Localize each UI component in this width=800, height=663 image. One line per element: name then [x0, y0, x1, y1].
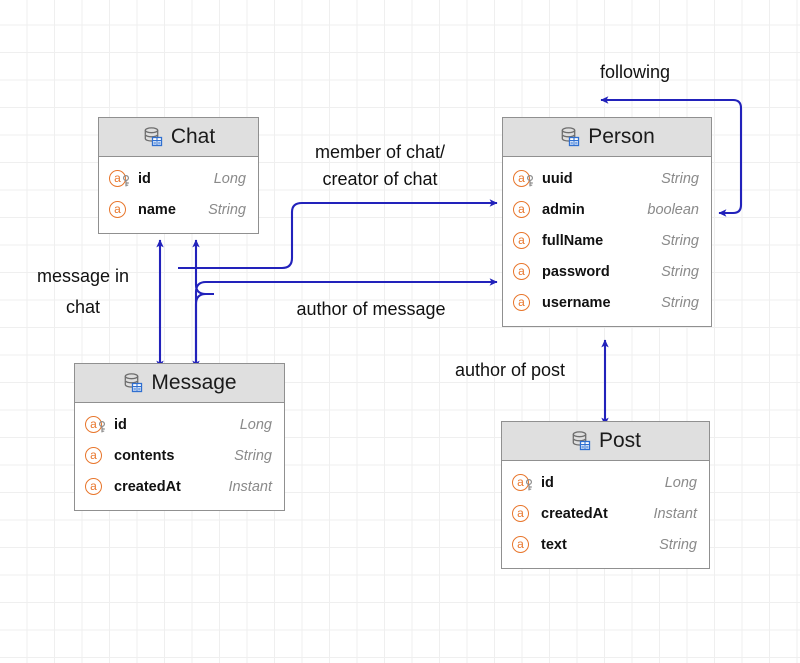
attribute-row[interactable]: a password String	[503, 256, 711, 287]
edge-label-member-of-chat-line2: creator of chat	[322, 169, 438, 189]
attribute-type: Instant	[653, 505, 697, 522]
entity-message[interactable]: Message a id Long a contents	[74, 363, 285, 511]
attribute-type: Long	[664, 474, 697, 491]
attribute-row[interactable]: a id Long	[99, 163, 258, 194]
edge-label-member-of-chat-line1: member of chat/	[314, 142, 446, 162]
edge-chat-message-secondary-tail	[192, 292, 214, 369]
attribute-icon: a	[513, 293, 535, 313]
entity-person-title: Person	[588, 125, 655, 148]
entity-person-attributes: a uuid String a admin boolean a	[503, 157, 711, 326]
database-table-icon	[570, 430, 592, 452]
attribute-row[interactable]: a uuid String	[503, 163, 711, 194]
entity-post[interactable]: Post a id Long a createdAt	[501, 421, 710, 569]
entity-message-header: Message	[75, 364, 284, 403]
attribute-name: contents	[114, 447, 175, 464]
attribute-name: fullName	[542, 232, 604, 249]
attribute-row[interactable]: a id Long	[502, 467, 709, 498]
edge-label-following: following	[600, 62, 671, 82]
entity-person-header: Person	[503, 118, 711, 157]
attribute-row[interactable]: a createdAt Instant	[502, 498, 709, 529]
entity-post-title: Post	[598, 429, 642, 452]
attribute-type: boolean	[647, 201, 699, 218]
attribute-icon: a	[85, 446, 107, 466]
attribute-row[interactable]: a admin boolean	[503, 194, 711, 225]
attribute-type: String	[661, 294, 699, 311]
entity-chat-title: Chat	[170, 125, 216, 148]
attribute-type: String	[661, 232, 699, 249]
attribute-icon: a	[513, 231, 535, 251]
attribute-type: Long	[213, 170, 246, 187]
edge-label-author-of-message: author of message	[296, 299, 446, 319]
edge-chat-message-secondary	[192, 239, 214, 296]
attribute-name: name	[138, 201, 176, 218]
attribute-key-icon: a	[85, 415, 107, 435]
attribute-row[interactable]: a text String	[502, 529, 709, 560]
attribute-name: id	[541, 474, 554, 491]
attribute-row[interactable]: a id Long	[75, 409, 284, 440]
edge-label-author-of-post: author of post	[454, 360, 566, 380]
attribute-type: Instant	[228, 478, 272, 495]
attribute-row[interactable]: a fullName String	[503, 225, 711, 256]
attribute-type: String	[661, 263, 699, 280]
attribute-name: id	[138, 170, 151, 187]
entity-chat[interactable]: Chat a id Long a name S	[98, 117, 259, 234]
attribute-type: Long	[239, 416, 272, 433]
entity-message-title: Message	[151, 371, 237, 394]
attribute-row[interactable]: a name String	[99, 194, 258, 225]
entity-person[interactable]: Person a uuid String a admin	[502, 117, 712, 327]
attribute-name: createdAt	[541, 505, 608, 522]
attribute-type: String	[659, 536, 697, 553]
attribute-key-icon: a	[109, 169, 131, 189]
edge-label-message-in-chat-line2: chat	[65, 297, 101, 317]
edge-label-message-in-chat-line1: message in	[36, 266, 130, 286]
attribute-icon: a	[85, 477, 107, 497]
attribute-name: uuid	[542, 170, 573, 187]
attribute-icon: a	[512, 535, 534, 555]
attribute-type: String	[661, 170, 699, 187]
database-table-icon	[142, 126, 164, 148]
attribute-row[interactable]: a contents String	[75, 440, 284, 471]
attribute-icon: a	[512, 504, 534, 524]
entity-chat-attributes: a id Long a name String	[99, 157, 258, 233]
entity-post-header: Post	[502, 422, 709, 461]
attribute-name: text	[541, 536, 567, 553]
entity-message-attributes: a id Long a contents String a	[75, 403, 284, 510]
attribute-name: createdAt	[114, 478, 181, 495]
entity-post-attributes: a id Long a createdAt Instant a	[502, 461, 709, 568]
attribute-icon: a	[513, 262, 535, 282]
attribute-name: username	[542, 294, 611, 311]
database-table-icon	[122, 372, 144, 394]
database-table-icon	[559, 126, 581, 148]
attribute-type: String	[208, 201, 246, 218]
attribute-key-icon: a	[512, 473, 534, 493]
attribute-row[interactable]: a username String	[503, 287, 711, 318]
attribute-name: admin	[542, 201, 585, 218]
attribute-key-icon: a	[513, 169, 535, 189]
attribute-name: password	[542, 263, 610, 280]
entity-chat-header: Chat	[99, 118, 258, 157]
attribute-name: id	[114, 416, 127, 433]
attribute-icon: a	[109, 200, 131, 220]
attribute-row[interactable]: a createdAt Instant	[75, 471, 284, 502]
attribute-type: String	[234, 447, 272, 464]
attribute-icon: a	[513, 200, 535, 220]
